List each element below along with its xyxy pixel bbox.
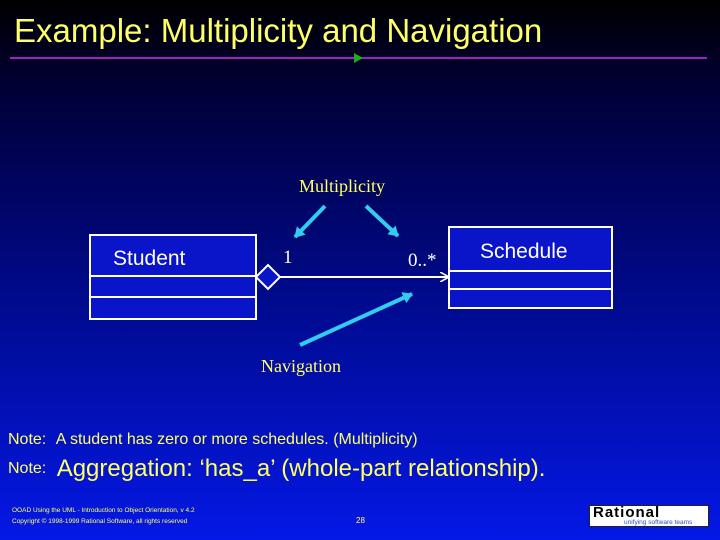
note-label: Note:: [8, 431, 47, 448]
multiplicity-left: 1: [283, 247, 293, 268]
note-text: A student has zero or more schedules. (M…: [55, 431, 418, 448]
logo-wordmark: Rational: [593, 504, 661, 521]
aggregation-diamond: [254, 263, 282, 291]
note-label: Note:: [8, 460, 47, 477]
page-number: 28: [356, 516, 365, 525]
rational-logo: Rational unifying software teams: [589, 504, 709, 527]
class-student: Student: [89, 234, 257, 320]
slide-title: Example: Multiplicity and Navigation: [14, 12, 543, 49]
multiplicity-right: 0..*: [408, 250, 437, 271]
class-schedule-attributes-divider: [450, 270, 611, 272]
footer-copyright: Copyright © 1998-1999 Rational Software,…: [12, 518, 188, 525]
divider-marker-icon: [354, 53, 363, 63]
note-multiplicity: Note: A student has zero or more schedul…: [8, 431, 418, 449]
logo-tagline: unifying software teams: [624, 519, 693, 526]
footer-course: OOAD Using the UML - Introduction to Obj…: [12, 507, 195, 514]
callout-multiplicity: Multiplicity: [299, 176, 386, 196]
multiplicity-arrow-right: [364, 204, 400, 238]
callout-navigation: Navigation: [261, 356, 341, 376]
note-text: Aggregation: ‘has_a’ (whole-part relatio…: [56, 455, 546, 482]
class-student-name: Student: [113, 247, 186, 270]
class-schedule-operations-divider: [450, 288, 611, 290]
class-student-operations-divider: [91, 296, 255, 298]
class-schedule-name: Schedule: [480, 240, 568, 263]
note-aggregation: Note: Aggregation: ‘has_a’ (whole-part r…: [8, 455, 545, 483]
class-student-attributes-divider: [91, 275, 255, 277]
multiplicity-arrow-left: [293, 204, 327, 239]
class-schedule: Schedule: [448, 226, 613, 309]
navigation-arrow: [299, 292, 413, 347]
